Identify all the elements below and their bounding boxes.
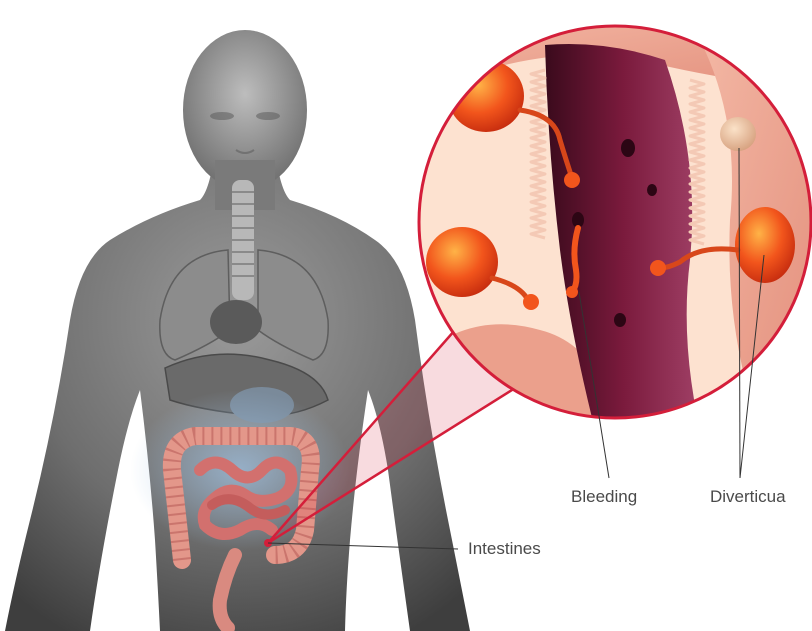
diverticua-label: Diverticua [710, 487, 786, 507]
bleeding-label: Bleeding [571, 487, 637, 507]
intestines-label: Intestines [468, 539, 541, 559]
